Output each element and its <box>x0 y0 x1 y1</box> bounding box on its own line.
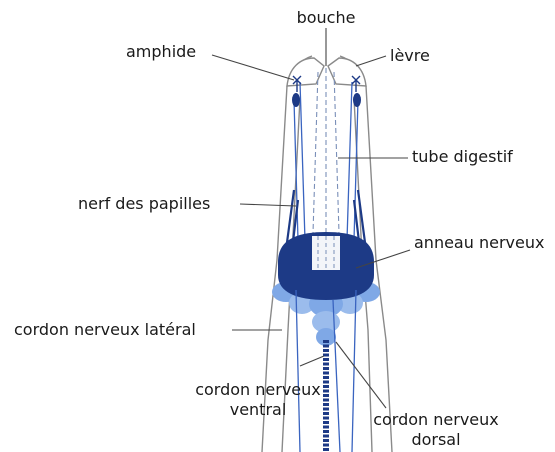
label-levre: lèvre <box>390 46 430 66</box>
label-nerf-papilles: nerf des papilles <box>78 194 210 214</box>
leader-nerf-papilles <box>240 204 296 206</box>
lip-left <box>287 58 324 86</box>
ganglion-center-bottom <box>316 328 336 346</box>
lateral-cord-right <box>352 290 356 452</box>
label-cordon-ventral-line1: cordon nerveux <box>188 380 328 400</box>
nerve-ring <box>278 232 374 300</box>
lateral-cord-left <box>296 290 300 452</box>
amphid-right <box>353 93 361 107</box>
lip-right <box>328 58 366 86</box>
label-cordon-dorsal-line1: cordon nerveux <box>366 410 506 430</box>
label-cordon-ventral-line2: ventral <box>188 400 328 420</box>
leader-cordon-ventral <box>300 356 324 366</box>
leader-levre <box>356 56 386 66</box>
amphid-left <box>292 93 300 107</box>
label-cordon-dorsal-line2: dorsal <box>366 430 506 450</box>
leader-amphide <box>212 55 294 80</box>
label-bouche: bouche <box>286 8 366 28</box>
label-cordon-ventral: cordon nerveux ventral <box>188 380 328 420</box>
label-anneau-nerveux: anneau nerveux <box>414 233 544 253</box>
label-tube-digestif: tube digestif <box>412 147 513 167</box>
label-cordon-dorsal: cordon nerveux dorsal <box>366 410 506 450</box>
papilla-nerve-left-2 <box>300 82 305 240</box>
papilla-nerve-right-2 <box>347 82 352 240</box>
label-cordon-lateral: cordon nerveux latéral <box>14 320 196 340</box>
label-amphide: amphide <box>126 42 196 62</box>
leader-cordon-dorsal <box>336 342 386 408</box>
